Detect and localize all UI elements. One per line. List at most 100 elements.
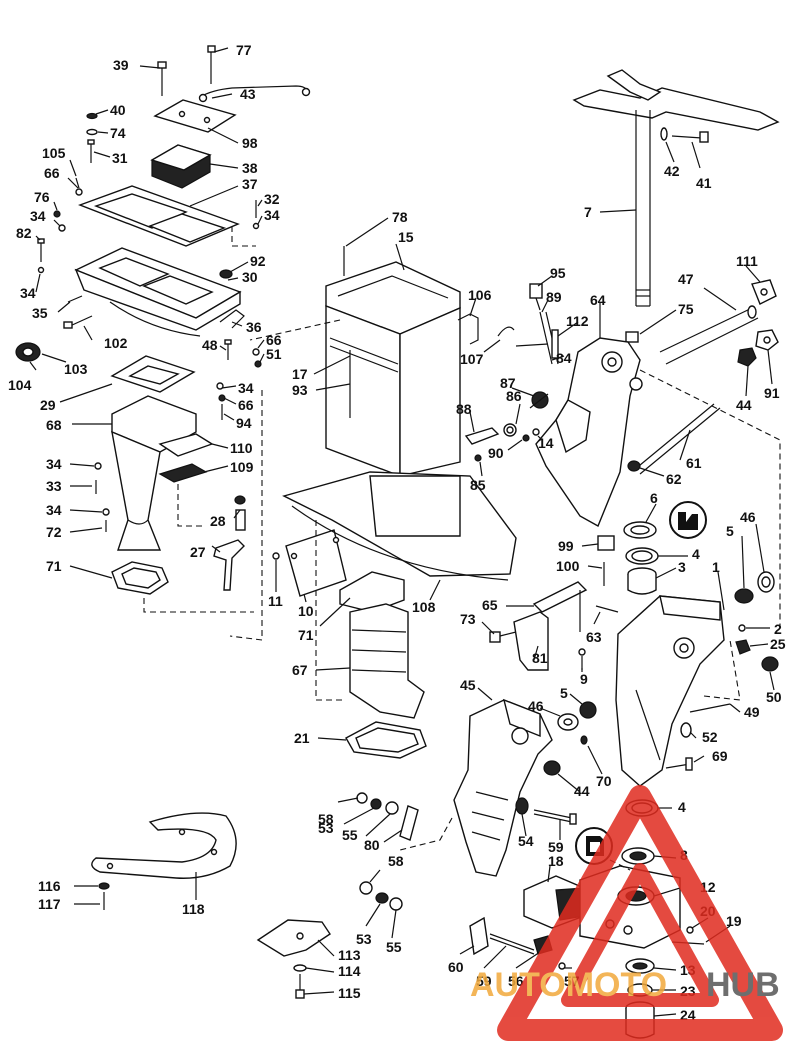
callout-106: 106 [468, 287, 492, 303]
watermark-text-hub: HUB [706, 966, 780, 1004]
bolt-69 [665, 757, 693, 771]
plate-118 [91, 812, 237, 879]
callout-58: 58 [318, 811, 334, 827]
callout-77: 77 [236, 42, 252, 58]
callout-48: 48 [202, 337, 218, 353]
callout-14: 14 [538, 435, 554, 451]
callout-64: 64 [590, 292, 606, 308]
housing-15 [325, 261, 461, 478]
callout-111: 111 [736, 253, 758, 269]
callout-94: 94 [236, 415, 252, 431]
bracket-36 [219, 309, 245, 329]
bolt-9 [578, 648, 586, 670]
callout-114: 114 [338, 963, 361, 979]
detent-87 [529, 391, 549, 409]
callout-78: 78 [392, 209, 408, 225]
callout-34: 34 [46, 456, 62, 472]
callout-105: 105 [42, 145, 66, 161]
callout-84: 84 [556, 350, 572, 366]
callout-6: 6 [650, 490, 658, 506]
pin-70 [580, 735, 588, 745]
callout-34: 34 [238, 380, 254, 396]
washer-46-center [557, 713, 579, 731]
callout-39: 39 [113, 57, 129, 73]
hardware-58-53-55 [356, 792, 403, 911]
part-shapes [15, 45, 781, 1039]
washers-66-51 [252, 348, 262, 368]
clip-106 [457, 313, 479, 345]
bolt-32 [252, 200, 260, 230]
callout-50: 50 [766, 689, 782, 705]
callout-59: 59 [476, 973, 492, 989]
nut-62 [627, 460, 641, 472]
ring-52 [680, 722, 692, 738]
callout-labels: 77 39 43 40 74 98 105 31 66 38 37 76 32 … [8, 42, 786, 1023]
rod-89-112 [539, 311, 559, 365]
callout-41: 41 [696, 175, 712, 191]
shift-lever-95 [529, 283, 543, 311]
grommet-104 [15, 342, 41, 362]
callout-25: 25 [770, 636, 786, 652]
ring-6 [623, 521, 657, 539]
callout-73: 73 [460, 611, 476, 627]
callout-92: 92 [250, 253, 266, 269]
callout-47: 47 [678, 271, 694, 287]
callout-74: 74 [110, 125, 126, 141]
bracket-81 [513, 611, 549, 671]
callout-55: 55 [386, 939, 402, 955]
callout-87: 87 [500, 375, 516, 391]
swivel-bracket-64 [535, 337, 643, 527]
callout-86: 86 [506, 388, 522, 404]
callout-54: 54 [518, 833, 534, 849]
callout-29: 29 [40, 397, 56, 413]
ring-4-upper [625, 547, 659, 565]
callout-60: 60 [448, 959, 464, 975]
callout-36: 36 [246, 319, 262, 335]
stern-bracket-1 [615, 595, 725, 787]
bushing-5-right [734, 588, 754, 604]
callout-44: 44 [574, 783, 590, 799]
callout-55: 55 [342, 827, 358, 843]
pin-49 [689, 703, 731, 713]
callout-109: 109 [230, 459, 254, 475]
callout-53: 53 [318, 820, 334, 836]
bolt-114-115 [293, 964, 307, 999]
callout-66: 66 [44, 165, 60, 181]
callout-18: 18 [548, 853, 564, 869]
callout-67: 67 [292, 662, 308, 678]
bushing-3 [627, 567, 657, 595]
lever-88 [464, 427, 500, 445]
callout-98: 98 [242, 135, 258, 151]
callout-82: 82 [16, 225, 32, 241]
callout-9: 9 [580, 671, 588, 687]
callout-30: 30 [242, 269, 258, 285]
washers-40-74 [86, 112, 98, 136]
callout-32: 32 [264, 191, 280, 207]
anti-ventilation-plate-108 [282, 471, 517, 581]
screw-85 [474, 454, 482, 462]
block-99 [597, 535, 615, 551]
small-parts-2-25 [735, 624, 751, 655]
exhaust-tube-68 [111, 395, 197, 551]
module-38 [150, 144, 212, 189]
callout-104: 104 [8, 377, 32, 393]
rod-61 [633, 403, 721, 475]
seal-8 [621, 847, 655, 865]
callout-103: 103 [64, 361, 88, 377]
small-parts-76-34 [53, 210, 66, 232]
watermark-text-automoto: AUTOMOTO [470, 966, 667, 1004]
bolt-77 [207, 45, 216, 84]
callout-51: 51 [266, 346, 282, 362]
callout-81: 81 [532, 650, 548, 666]
assembly-dashed-lines [143, 226, 781, 871]
gasket-37 [78, 185, 240, 247]
callout-115: 115 [338, 985, 361, 1001]
lubricant-symbol-icon [669, 501, 707, 539]
callout-69: 69 [712, 748, 728, 764]
clamp-bracket-45 [453, 698, 553, 877]
callout-40: 40 [110, 102, 126, 118]
callout-17: 17 [292, 366, 308, 382]
callout-42: 42 [664, 163, 680, 179]
plate-109 [158, 463, 208, 483]
